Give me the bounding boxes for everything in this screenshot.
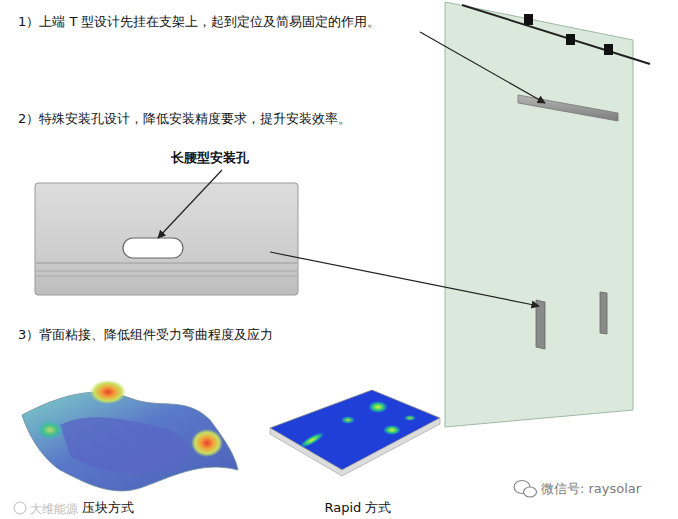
stress-plot-rapid	[270, 390, 440, 476]
watermark-icon	[14, 502, 26, 514]
support-rod	[462, 5, 650, 64]
plate-fold	[36, 276, 297, 277]
t-rail	[518, 95, 618, 121]
leader-arrow	[420, 32, 545, 103]
wechat-icon	[514, 481, 537, 498]
clip	[566, 34, 575, 45]
plate-fold	[36, 271, 297, 272]
note-text: 1）上端 T 型设计先挂在支架上，起到定位及简易固定的作用。	[18, 14, 380, 30]
clip	[524, 14, 533, 25]
rear-bracket	[536, 300, 545, 349]
leader-arrow	[158, 170, 222, 238]
note-text: 2）特殊安装孔设计，降低安装精度要求，提升安装效率。	[18, 111, 351, 127]
caption-label: 压块方式	[82, 500, 134, 516]
leader-arrow	[270, 252, 539, 306]
solar-panel	[445, 2, 633, 427]
watermark: 大维能源	[30, 501, 78, 517]
watermark: 微信号: raysolar	[541, 481, 641, 497]
caption-label: Rapid 方式	[325, 500, 392, 516]
rear-bracket	[600, 292, 607, 334]
note-text: 3）背面粘接、降低组件受力弯曲程度及应力	[18, 327, 273, 343]
clip	[604, 44, 613, 55]
bracket-plate	[35, 183, 298, 295]
stress-plot-clamp	[22, 380, 238, 491]
plate-fold	[36, 263, 297, 264]
callout-label: 长腰型安装孔	[171, 150, 249, 166]
slot-hole	[123, 238, 183, 258]
